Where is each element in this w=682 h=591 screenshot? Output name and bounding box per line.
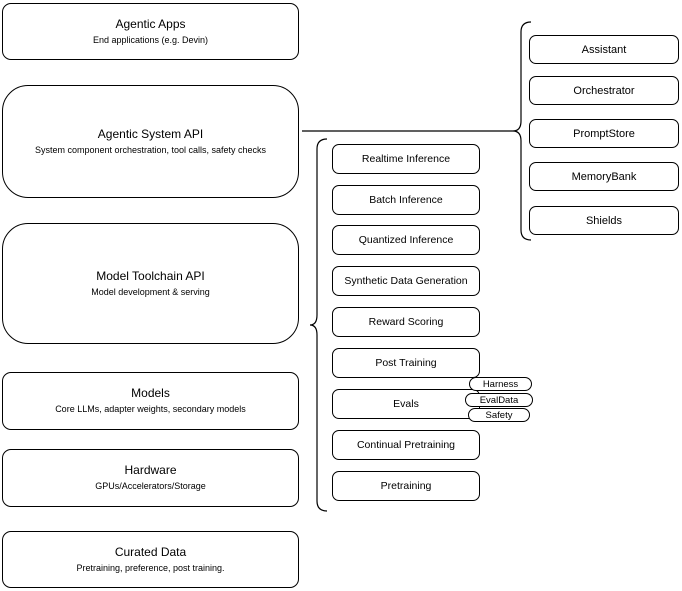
node-shields: Shields — [529, 206, 679, 235]
node-subtitle: GPUs/Accelerators/Storage — [95, 481, 206, 492]
node-label: Post Training — [375, 357, 437, 369]
node-reward-scoring: Reward Scoring — [332, 307, 480, 337]
bracket-system-components — [512, 21, 532, 241]
node-hardware: Hardware GPUs/Accelerators/Storage — [2, 449, 299, 507]
node-title: Agentic System API — [97, 126, 204, 141]
node-quantized-inference: Quantized Inference — [332, 225, 480, 255]
node-assistant: Assistant — [529, 35, 679, 64]
node-title: Models — [131, 386, 170, 401]
node-label: PromptStore — [573, 127, 635, 140]
node-model-toolchain-api: Model Toolchain API Model development & … — [2, 223, 299, 344]
node-title: Agentic Apps — [115, 16, 186, 31]
node-label: Quantized Inference — [358, 234, 454, 246]
tag-label: Safety — [485, 409, 513, 421]
node-subtitle: System component orchestration, tool cal… — [34, 144, 267, 155]
node-curated-data: Curated Data Pretraining, preference, po… — [2, 531, 299, 588]
node-title: Curated Data — [114, 544, 187, 559]
node-batch-inference: Batch Inference — [332, 185, 480, 215]
node-label: Batch Inference — [369, 194, 443, 206]
node-pretraining: Pretraining — [332, 471, 480, 501]
tag-evaldata: EvalData — [465, 393, 533, 407]
node-label: Realtime Inference — [361, 153, 451, 165]
node-label: Assistant — [581, 43, 627, 56]
bracket-toolchain — [309, 138, 328, 512]
node-subtitle: Core LLMs, adapter weights, secondary mo… — [55, 404, 246, 415]
tag-label: Harness — [482, 378, 519, 390]
node-post-training: Post Training — [332, 348, 480, 378]
node-label: MemoryBank — [571, 170, 637, 183]
node-label: Reward Scoring — [368, 316, 444, 328]
node-subtitle: Model development & serving — [91, 286, 210, 297]
node-memorybank: MemoryBank — [529, 162, 679, 191]
node-realtime-inference: Realtime Inference — [332, 144, 480, 174]
node-promptstore: PromptStore — [529, 119, 679, 148]
node-label: Pretraining — [380, 480, 432, 492]
node-orchestrator: Orchestrator — [529, 76, 679, 105]
node-label: Synthetic Data Generation — [344, 275, 468, 287]
tag-label: EvalData — [479, 394, 519, 406]
tag-safety: Safety — [468, 408, 530, 422]
node-evals: Evals — [332, 389, 480, 419]
node-label: Continual Pretraining — [356, 439, 456, 451]
node-title: Hardware — [124, 463, 177, 478]
node-synthetic-data-generation: Synthetic Data Generation — [332, 266, 480, 296]
node-agentic-apps: Agentic Apps End applications (e.g. Devi… — [2, 3, 299, 60]
node-label: Evals — [393, 398, 419, 410]
tag-harness: Harness — [469, 377, 532, 391]
node-continual-pretraining: Continual Pretraining — [332, 430, 480, 460]
node-models: Models Core LLMs, adapter weights, secon… — [2, 372, 299, 430]
node-subtitle: Pretraining, preference, post training. — [76, 562, 225, 573]
node-title: Model Toolchain API — [96, 268, 205, 283]
node-label: Orchestrator — [573, 84, 635, 97]
node-subtitle: End applications (e.g. Devin) — [92, 34, 209, 45]
node-label: Shields — [585, 214, 623, 227]
node-agentic-system-api: Agentic System API System component orch… — [2, 85, 299, 198]
